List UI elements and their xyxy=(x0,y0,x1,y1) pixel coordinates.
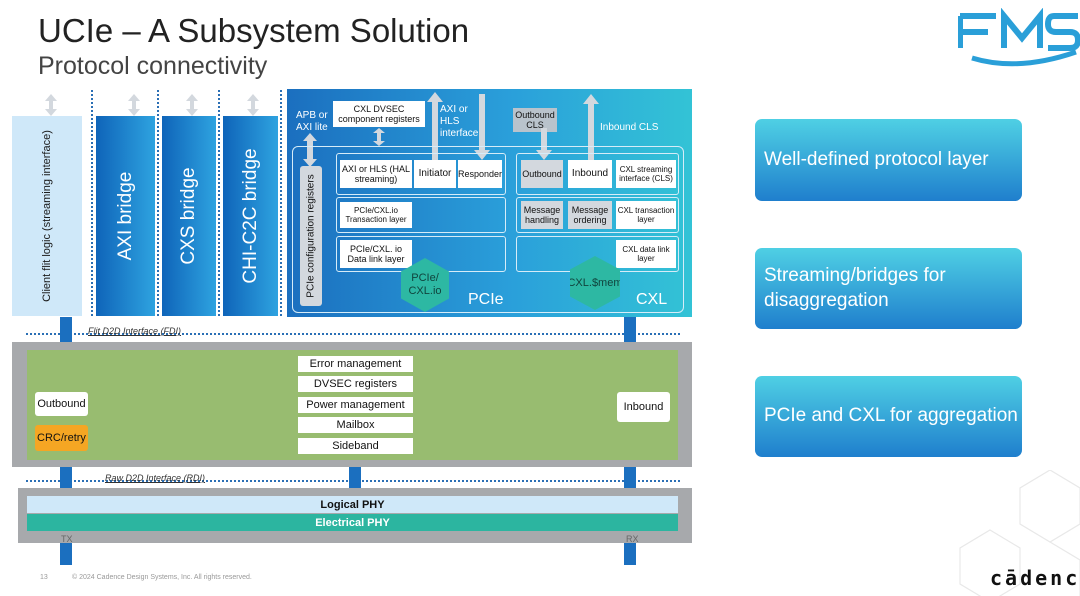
d2d-inbound-box: Inbound xyxy=(617,392,670,422)
cxl-streaming-interface-box: CXL streaming interface (CLS) xyxy=(616,160,676,188)
column-divider xyxy=(91,90,93,316)
power-management-box: Power management xyxy=(298,397,413,413)
initiator-box: Initiator xyxy=(414,160,456,188)
down-arrow-icon xyxy=(474,94,490,160)
cxl-row-1 xyxy=(516,153,679,195)
pcie-datalink-layer-box: PCIe/CXL. io Data link layer xyxy=(340,240,412,268)
mailbox-box: Mailbox xyxy=(298,417,413,433)
up-arrow-icon xyxy=(583,94,599,160)
cxs-bridge-label: CXS bridge xyxy=(178,167,199,265)
pcie-row-1 xyxy=(336,153,506,195)
column-divider xyxy=(157,90,159,316)
cadence-logo: cādence xyxy=(990,566,1080,590)
fdi-line xyxy=(26,333,680,335)
rx-label: RX xyxy=(626,534,639,544)
chi-c2c-bridge-label: CHI-C2C bridge xyxy=(239,148,261,284)
tx-label: TX xyxy=(61,534,73,544)
down-arrow-icon xyxy=(536,128,552,160)
axi-bridge-label: AXI bridge xyxy=(114,171,136,261)
cxl-row-2 xyxy=(516,197,679,233)
rdi-connector xyxy=(349,467,361,488)
bidirectional-arrow-icon xyxy=(45,94,57,116)
axi-bridge-column: AXI bridge xyxy=(96,116,155,316)
cxl-outbound-box: Outbound xyxy=(521,160,563,188)
bidirectional-arrow-icon xyxy=(247,94,259,116)
tx-connector xyxy=(60,543,72,565)
fdi-connector xyxy=(60,317,72,342)
logical-phy: Logical PHY xyxy=(27,496,678,513)
rdi-connector xyxy=(624,467,636,488)
pcie-section-label: PCIe xyxy=(468,291,504,308)
protocol-stack-outline xyxy=(292,146,684,313)
slide-subtitle: Protocol connectivity xyxy=(38,52,268,80)
fdi-label: Flit D2D Interface (FDI) xyxy=(88,326,182,336)
d2d-outbound-box: Outbound xyxy=(35,392,88,416)
fms-logo-icon xyxy=(957,7,1080,67)
message-ordering-box: Message ordering xyxy=(568,201,612,229)
responder-box: Responder xyxy=(458,160,502,188)
cxl-transaction-layer-box: CXL transaction layer xyxy=(616,201,676,229)
card-protocol-layer: Well-defined protocol layer xyxy=(755,119,1022,201)
pcie-transaction-layer-box: PCIe/CXL.io Transaction layer xyxy=(340,202,412,228)
sideband-box: Sideband xyxy=(298,438,413,454)
apb-arrow-icon xyxy=(303,133,317,167)
card-pcie-cxl: PCIe and CXL for aggregation xyxy=(755,376,1022,457)
up-arrow-icon xyxy=(427,92,443,160)
bidirectional-arrow-icon xyxy=(128,94,140,116)
copyright: © 2024 Cadence Design Systems, Inc. All … xyxy=(72,574,252,581)
axi-hls-interface-label: AXI or HLS interface xyxy=(440,104,479,139)
cxs-bridge-column: CXS bridge xyxy=(162,116,216,316)
rx-connector xyxy=(624,543,636,565)
bidirectional-arrow-icon xyxy=(186,94,198,116)
decorative-hex-pattern xyxy=(959,470,1080,596)
column-divider xyxy=(280,90,282,316)
outbound-cls-label: Outbound CLS xyxy=(513,108,557,132)
cxl-dvsec-box: CXL DVSEC component registers xyxy=(333,101,425,127)
cxl-section-label: CXL xyxy=(636,291,668,308)
pcie-config-registers: PCIe configuration registers xyxy=(300,166,322,306)
hal-streaming-box: AXI or HLS (HAL streaming) xyxy=(340,160,412,188)
client-flit-logic-column: Client flit logic (streaming interface) xyxy=(12,116,82,316)
fdi-connector xyxy=(624,317,636,342)
dvsec-registers-box: DVSEC registers xyxy=(298,376,413,392)
message-handling-box: Message handling xyxy=(521,201,563,229)
cxl-datalink-layer-box: CXL data link layer xyxy=(616,240,676,268)
card-streaming-bridges: Streaming/bridges for disaggregation xyxy=(755,248,1022,329)
rdi-connector xyxy=(60,467,72,488)
electrical-phy: Electrical PHY xyxy=(27,514,678,531)
cxl-inbound-box: Inbound xyxy=(568,160,612,188)
client-flit-logic-label: Client flit logic (streaming interface) xyxy=(41,130,53,302)
dvsec-arrow-icon xyxy=(373,128,385,146)
crc-retry-box: CRC/retry xyxy=(35,425,88,451)
column-divider xyxy=(218,90,220,316)
inbound-cls-label: Inbound CLS xyxy=(600,122,659,133)
pcie-config-label: PCIe configuration registers xyxy=(305,174,317,298)
page-number: 13 xyxy=(40,574,48,581)
pcie-cxl-io-hex: PCIe/ CXL.io xyxy=(401,258,449,312)
fms-logo xyxy=(957,7,1080,70)
slide-title: UCIe – A Subsystem Solution xyxy=(38,12,470,49)
error-management-box: Error management xyxy=(298,356,413,372)
rdi-label: Raw D2D Interface (RDI) xyxy=(105,473,206,483)
apb-label: APB or AXI lite xyxy=(296,110,328,133)
pcie-row-2 xyxy=(336,197,506,233)
chi-c2c-bridge-column: CHI-C2C bridge xyxy=(223,116,278,316)
